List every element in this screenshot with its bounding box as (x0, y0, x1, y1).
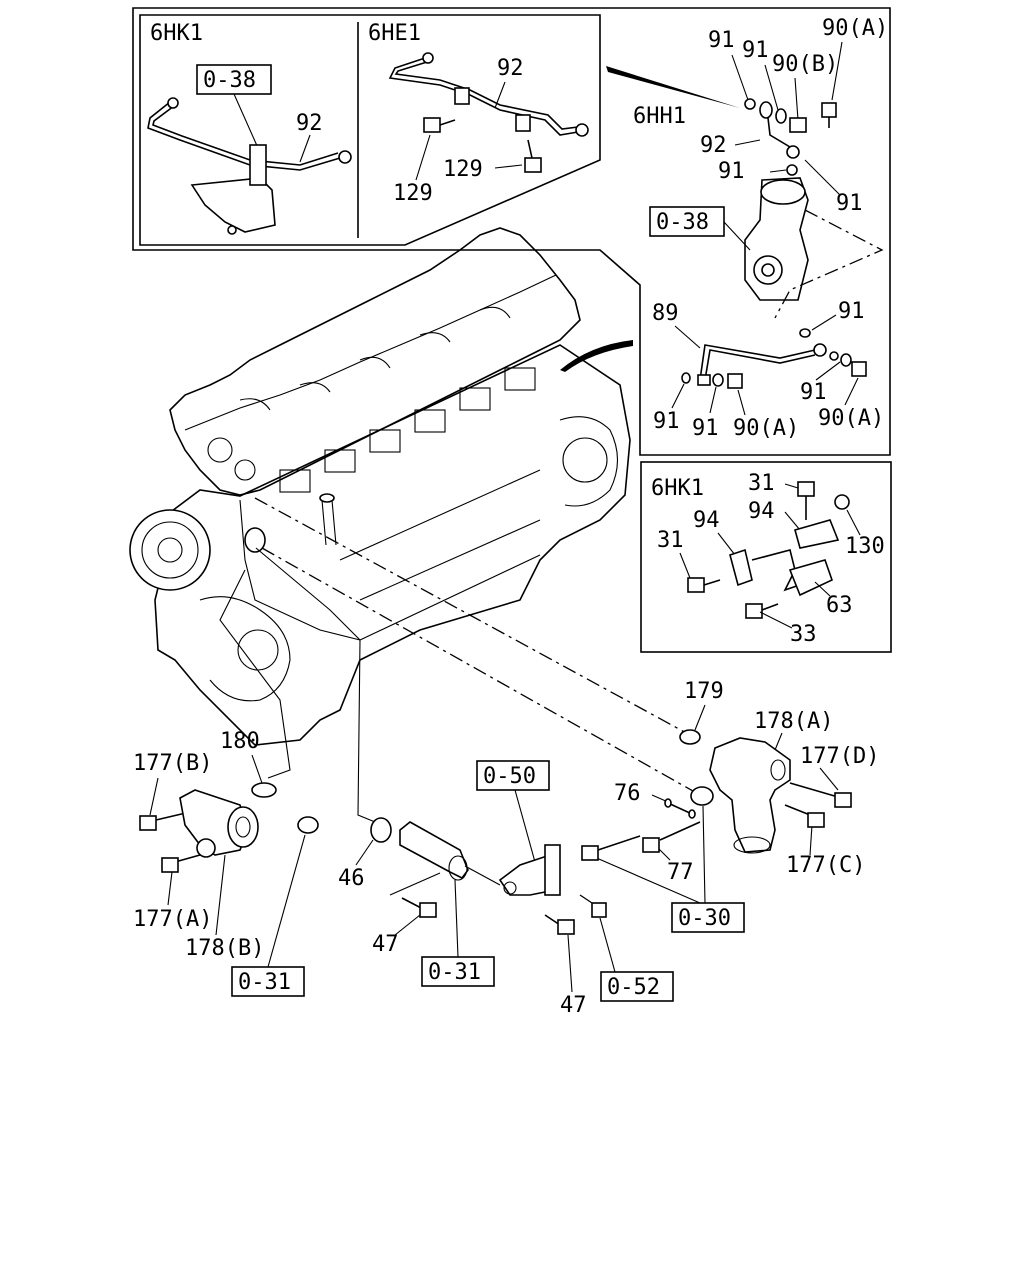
o-ring-46 (370, 817, 392, 843)
ref-label-0-31-mid: 0-31 (428, 960, 481, 985)
callout-177a: 177(A) (133, 907, 212, 932)
callout-77: 77 (667, 860, 694, 885)
o-ring-030 (690, 786, 714, 806)
pointer-swoosh (560, 340, 633, 372)
part-label-129-b: 129 (443, 157, 483, 182)
part-label-33: 33 (790, 622, 817, 647)
part-label-31-b: 31 (657, 528, 684, 553)
ref-box-0-30 (671, 902, 745, 933)
part-label-92-right: 92 (700, 133, 727, 158)
callout-47-a: 47 (372, 932, 399, 957)
part-label-91-e: 91 (838, 299, 865, 324)
leader-lines (219, 497, 701, 823)
callout-179: 179 (684, 679, 724, 704)
water-pipe (399, 821, 501, 886)
part-label-90b: 90(B) (772, 52, 838, 77)
ref-label-0-31-left: 0-31 (238, 970, 291, 995)
part-label-63: 63 (826, 593, 853, 618)
callout-180: 180 (220, 729, 260, 754)
part-label-130: 130 (845, 534, 885, 559)
part-label-89: 89 (652, 301, 679, 326)
inset-6hk1-top: 6HK1 0-38 92 (147, 21, 352, 235)
callout-47-b: 47 (560, 993, 587, 1018)
thermostat-housing-178a (709, 737, 791, 854)
part-label-91-d: 91 (836, 191, 863, 216)
callout-177b: 177(B) (133, 751, 212, 776)
part-label-92-mid: 92 (497, 56, 524, 81)
part-label-91-f: 91 (653, 409, 680, 434)
ref-label-0-52: 0-52 (607, 975, 660, 1000)
callout-76: 76 (614, 781, 641, 806)
ref-label-0-50: 0-50 (483, 764, 536, 789)
plug-031 (297, 816, 319, 834)
inset-title-6hk1: 6HK1 (150, 21, 203, 46)
inset-title-6hk1-mid: 6HK1 (651, 476, 704, 501)
inset-6hh1: 6HH1 91 91 90(B) 90(A) 92 91 91 0-38 91 (633, 16, 888, 441)
part-label-91-a: 91 (708, 28, 735, 53)
ref-box-0-31-mid (421, 956, 495, 987)
ref-label-0-38-right: 0-38 (656, 210, 709, 235)
ref-box-0-50 (476, 760, 550, 791)
callout-177d: 177(D) (800, 744, 879, 769)
callout-46: 46 (338, 866, 365, 891)
part-label-31-a: 31 (748, 471, 775, 496)
part-label-129-a: 129 (393, 181, 433, 206)
engine-ports (279, 367, 536, 493)
inset-6hk1-mid: 6HK1 31 94 130 94 31 63 33 (640, 461, 892, 653)
part-label-94-b: 94 (693, 508, 720, 533)
ref-label-0-38-left: 0-38 (203, 68, 256, 93)
ref-box-0-52 (600, 971, 674, 1002)
part-label-90a-c: 90(A) (818, 406, 884, 431)
inset-top-frame (132, 7, 891, 456)
ref-label-0-30: 0-30 (678, 906, 731, 931)
callout-177c: 177(C) (786, 853, 865, 878)
part-label-90a-top: 90(A) (822, 16, 888, 41)
callout-178b: 178(B) (185, 936, 264, 961)
housing-178b (179, 789, 259, 858)
pointer-wedge-top (606, 66, 740, 108)
o-ring-179 (679, 729, 701, 745)
ref-box-0-38-right (649, 206, 725, 237)
callout-178a: 178(A) (754, 709, 833, 734)
bracket-050 (498, 844, 561, 896)
inset-title-6he1: 6HE1 (368, 21, 421, 46)
inset-6he1: 6HE1 92 129 129 (368, 21, 589, 206)
part-label-91-h: 91 (800, 380, 827, 405)
part-label-91-b: 91 (742, 38, 769, 63)
part-label-91-g: 91 (692, 416, 719, 441)
part-label-94-a: 94 (748, 499, 775, 524)
gasket-180 (251, 782, 277, 798)
ref-box-0-38-left (196, 64, 272, 95)
inset-title-6hh1: 6HH1 (633, 104, 686, 129)
part-label-91-c: 91 (718, 159, 745, 184)
part-label-90a-b: 90(A) (733, 416, 799, 441)
engine-block (129, 227, 631, 746)
part-label-92-left: 92 (296, 111, 323, 136)
